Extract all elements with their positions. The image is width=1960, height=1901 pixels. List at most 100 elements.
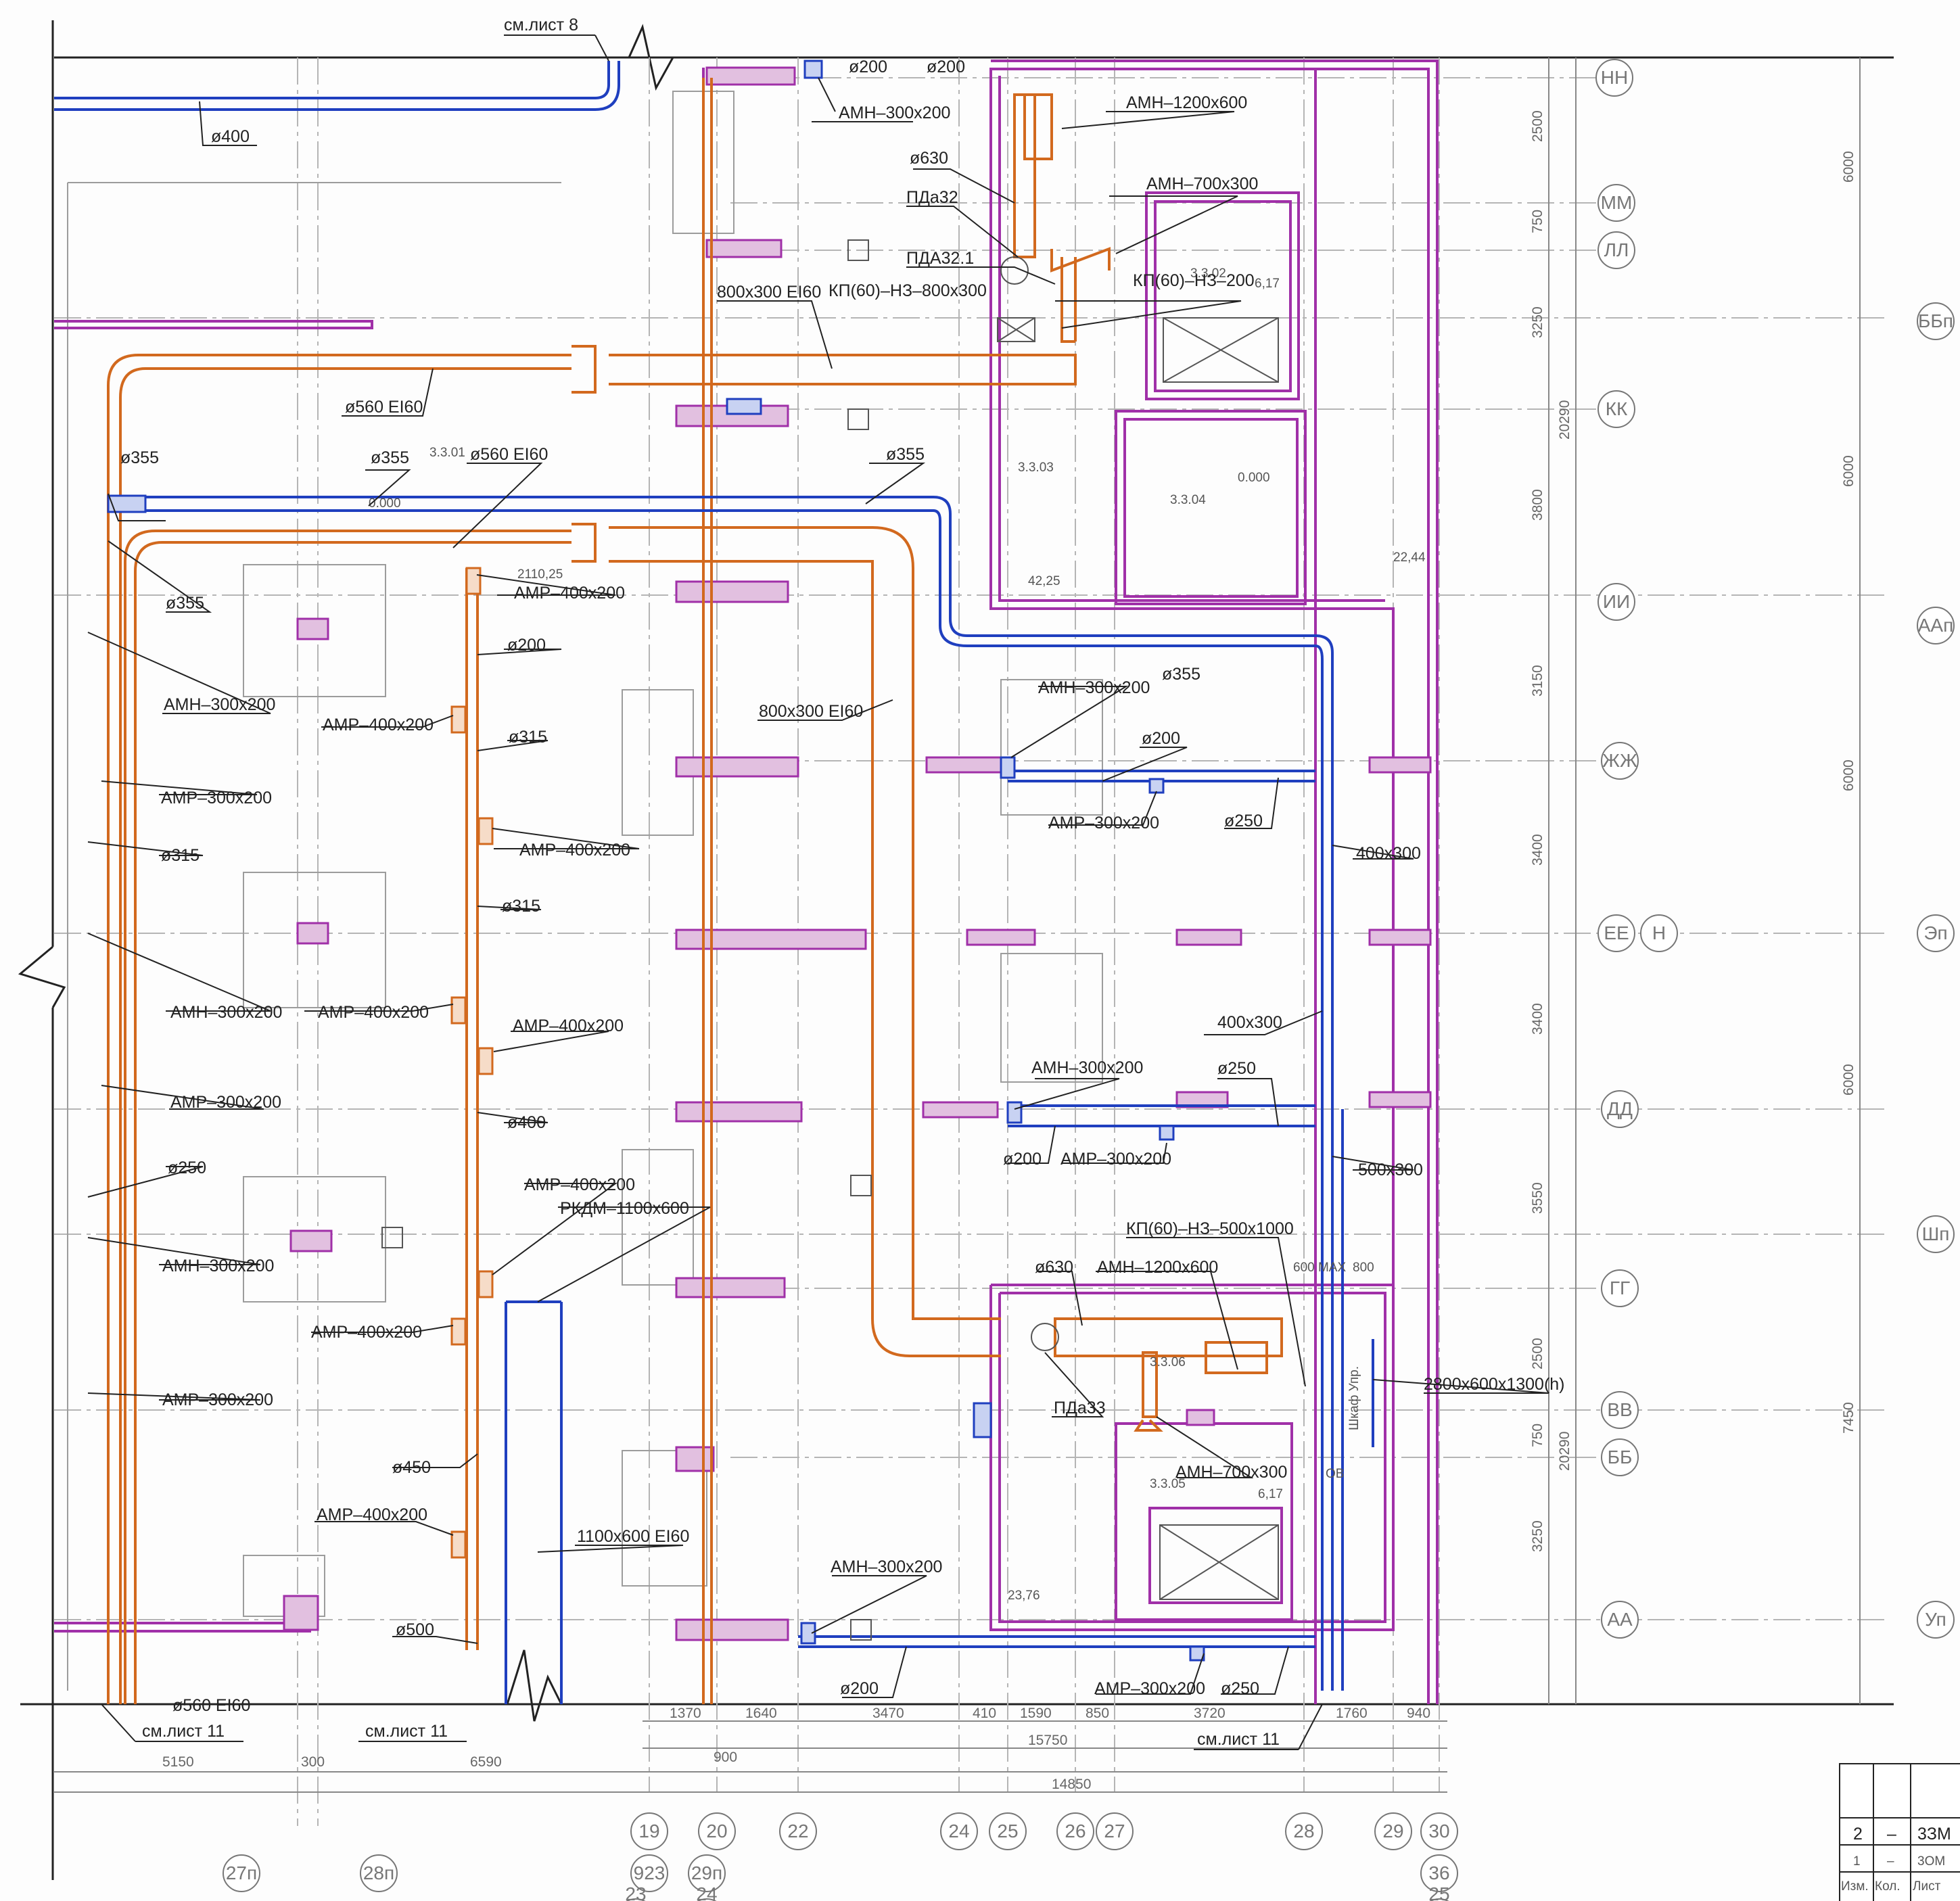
dim-value: 1590 [1020,1706,1052,1721]
label-diameter: ø355 [120,448,159,467]
axis-label: ББп [1918,310,1953,331]
label-diameter: ø200 [840,1679,879,1698]
revision-number: 1 [1853,1854,1861,1869]
axis-labels-right: НН ММ ЛЛ КК ИИ ЖЖ ЕЕ Н ДД ГГ ВВ ББ АА ББ… [1601,67,1954,1630]
stair-lift-symbols [381,239,1279,1641]
label-grille: АМН–700х300 [1146,174,1258,193]
dim-value: 14850 [1052,1777,1091,1792]
dim-value: 20290 [1557,400,1572,440]
exhaust-fittings [107,60,1205,1662]
dimension-lines-bottom [54,1720,1447,1793]
axis-label: 25 [997,1821,1018,1841]
label-valve: КП(60)–НЗ–800х300 [829,281,987,300]
label-grille: АМР–300х200 [161,789,272,807]
column-header: Кол. [1875,1879,1900,1894]
dim-value: 940 [1407,1706,1430,1721]
dim-value: 1640 [745,1706,777,1721]
label-diameter: ø200 [927,57,965,76]
dim-value: 2500 [1530,110,1545,142]
axis-label: ААп [1918,615,1954,636]
label-note: ОВ [1326,1467,1344,1481]
revision-sheet: 3ОМ [1917,1854,1945,1869]
sheet-ref-top: см.лист 8 [504,16,578,34]
room-value: 0.000 [1238,471,1270,485]
dim-value: 3720 [1194,1706,1226,1721]
label-diameter: ø200 [507,636,546,655]
sheet-ref-bottom-mid: см.лист 11 [365,1722,448,1741]
label-diameter: ø355 [886,445,925,464]
dim-value: 1370 [670,1706,701,1721]
dim-value: 2500 [1530,1338,1545,1369]
dim-value: 1760 [1336,1706,1368,1721]
label-grille: АМР–400х200 [311,1323,422,1342]
title-block-text: 2 – 3ЗМ 1 – 3ОМ Изм. Кол. Лист [1841,1825,1951,1894]
revision-quantity: – [1887,1854,1894,1869]
label-note: 600 МАХ [1293,1261,1346,1275]
axis-label: НН [1601,67,1628,88]
label-fan: ПДа33 [1054,1399,1106,1417]
axis-label: ЖЖ [1602,750,1637,771]
revision-number: 2 [1853,1825,1863,1844]
dim-value: 3150 [1530,665,1545,697]
dim-value: 750 [1530,1424,1545,1447]
sheet-references: см.лист 8 см.лист 11 см.лист 11 см.лист … [101,16,1323,1750]
axis-label: 36 [1428,1862,1449,1883]
label-grille: АМН–300х200 [162,1257,274,1275]
label-diameter: ø400 [507,1113,546,1132]
axis-label: 28п [363,1862,394,1883]
label-grille: АМН–1200х600 [1097,1258,1218,1277]
label-diameter: ø355 [1162,665,1200,684]
dim-value: 3250 [1530,1520,1545,1552]
dim-value: 6000 [1841,151,1857,183]
axis-label: ЕЕ [1604,922,1629,943]
label-valve: КП(60)–НЗ–200 [1133,271,1255,290]
room-number: 3.3.03 [1018,461,1054,475]
sheet-ref-bottom-right: см.лист 11 [1197,1730,1280,1749]
label-duct: 500х300 [1358,1160,1423,1179]
label-grille: АМР–300х200 [1048,814,1159,832]
label-diameter: ø560 EI60 [345,398,423,417]
axis-label: 27п [226,1862,257,1883]
label-diameter: ø200 [1003,1150,1042,1169]
label-valve: КП(60)–НЗ–500х1000 [1126,1219,1294,1238]
label-grille: АМР–300х200 [170,1093,281,1112]
axis-label: 27 [1104,1821,1125,1841]
room-value: 22,44 [1393,550,1426,565]
dim-value: 3470 [872,1706,904,1721]
dim-value: 750 [1530,210,1545,233]
dim-value: 3800 [1530,489,1545,521]
axis-label: 19 [638,1821,659,1841]
label-diameter: ø315 [509,728,547,747]
label-duct: 400х300 [1356,844,1421,863]
label-diameter: ø315 [502,897,540,916]
room-number: 3.3.04 [1170,493,1206,507]
axis-label: Н [1652,922,1666,943]
label-duct: 400х300 [1217,1013,1282,1032]
axis-label: ВВ [1607,1399,1632,1420]
label-diameter: ø200 [1142,729,1180,748]
dim-value: 6590 [470,1754,502,1770]
room-value: 6,17 [1258,1487,1283,1501]
axis-bubbles-right [1595,59,1955,1639]
callout-labels: ø400 ø200 ø200 АМН–300х200 АМН–1200х600 … [120,57,1565,1715]
axis-label: ИИ [1603,591,1630,612]
label-grille: АМН–300х200 [831,1557,942,1576]
label-diameter: ø630 [910,149,948,168]
label-equipment: 2800х600х1300(h) [1424,1375,1565,1394]
room-number: 3.3.01 [429,446,465,460]
label-diameter: ø355 [166,594,204,613]
dim-value: 5150 [162,1754,194,1770]
dim-value: 15750 [1028,1733,1067,1748]
dim-value: 410 [973,1706,996,1721]
dim-value: 6000 [1841,455,1857,487]
room-number: 3.3.02 [1190,266,1226,281]
label-grille: АМР–300х200 [1094,1679,1205,1698]
label-damper: РКДМ–1100х600 [560,1199,689,1218]
axis-label: Шп [1922,1223,1950,1244]
axis-label: 923 [634,1862,666,1883]
label-grille: АМР–400х200 [317,1505,427,1524]
room-value: 0.000 [369,496,401,511]
dimension-text-bottom: 1370 1640 3470 410 1590 850 3720 1760 94… [162,1706,1430,1792]
dim-value: 300 [301,1754,325,1770]
